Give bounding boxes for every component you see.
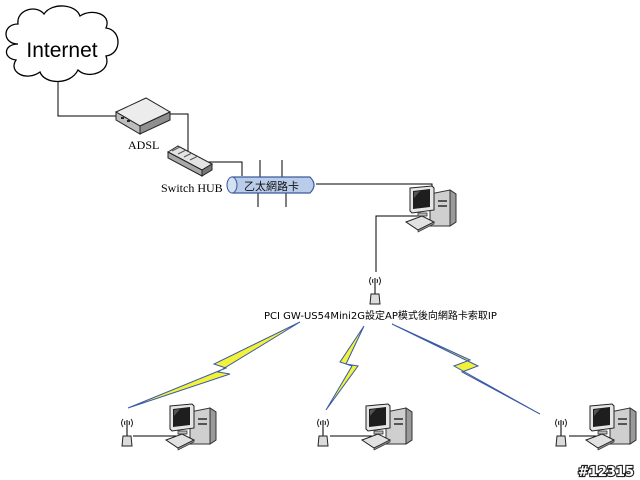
lightning-icon xyxy=(325,325,365,411)
link-pc-ap xyxy=(375,215,418,272)
computer-icon xyxy=(405,185,457,233)
adsl-modem: ADSL xyxy=(114,97,172,152)
computer-icon xyxy=(165,403,217,451)
antenna-icon xyxy=(554,418,568,447)
switch-hub-label: Switch HUB xyxy=(161,181,223,195)
lightning-icon xyxy=(391,323,541,415)
internet-cloud: Internet xyxy=(5,5,119,83)
main-computer xyxy=(405,185,457,233)
ap-caption: PCI GW-US54Mini2G設定AP模式後向網路卡索取IP xyxy=(264,309,497,322)
antenna-icon xyxy=(368,276,382,305)
computer-icon xyxy=(361,403,413,451)
watermark: #12315 xyxy=(578,465,634,480)
antenna-icon xyxy=(120,418,134,447)
wireless-links xyxy=(127,321,541,415)
switch-icon xyxy=(166,145,214,177)
link-internet-adsl xyxy=(57,82,118,117)
link-adsl-switch xyxy=(168,113,189,168)
ethernet-bus: 乙太網路卡 xyxy=(226,176,315,194)
adsl-label: ADSL xyxy=(128,138,159,152)
link-switch-bus xyxy=(208,161,243,176)
client-2 xyxy=(316,403,413,451)
ethernet-card-label: 乙太網路卡 xyxy=(244,179,299,193)
cloud-icon xyxy=(5,5,119,83)
lightning-icon xyxy=(127,321,301,409)
client-3 xyxy=(554,403,637,451)
computer-icon xyxy=(585,403,637,451)
internet-label: Internet xyxy=(26,39,97,62)
switch-hub: Switch HUB xyxy=(161,145,223,195)
antenna-icon xyxy=(316,418,330,447)
ap-antenna xyxy=(368,276,382,305)
modem-icon xyxy=(114,97,172,135)
wired-links xyxy=(57,82,604,437)
client-1 xyxy=(120,403,217,451)
